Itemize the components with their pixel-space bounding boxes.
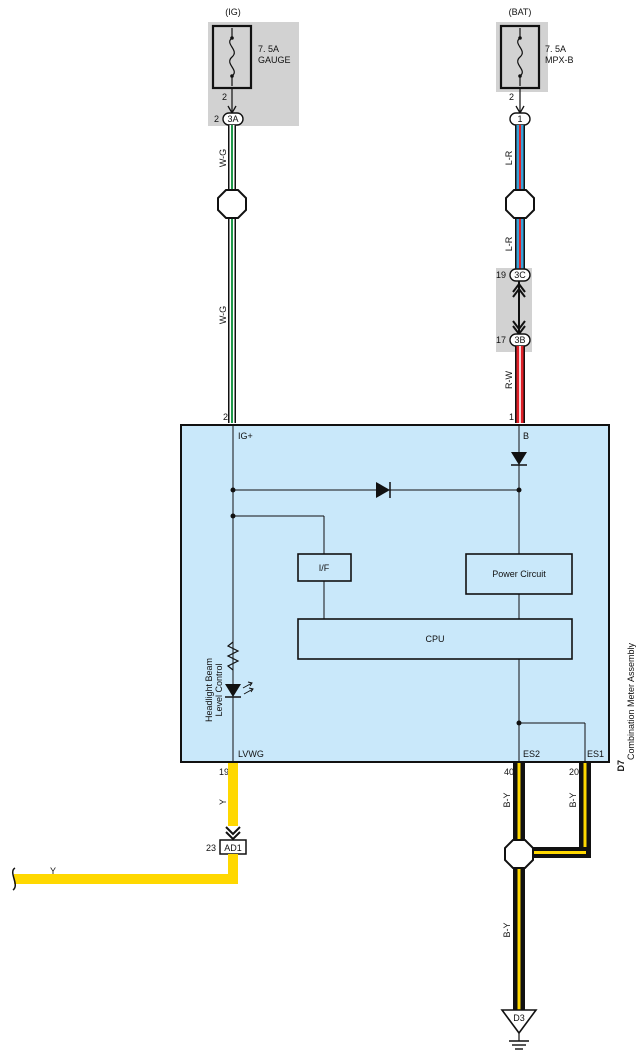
power-circuit-label: Power Circuit — [492, 569, 546, 579]
bat-fuse-pin: 2 — [509, 92, 514, 102]
connector-3a-pin: 2 — [214, 114, 219, 124]
ground-d3-label: D3 — [513, 1013, 525, 1023]
lr-splice — [505, 189, 535, 219]
ig-fuse-rating: 7. 5A — [258, 44, 279, 54]
by-cross-stripe — [530, 851, 586, 854]
bat-fuse-dot-top — [518, 36, 522, 40]
combination-meter-module: 2 IG+ 1 B I/F Power Circuit CPU Head — [180, 412, 636, 777]
by-splice — [504, 839, 534, 869]
module-id: D7 — [616, 760, 626, 772]
lr-lower-stripe — [519, 218, 521, 269]
pin-es2-num: 40 — [504, 767, 514, 777]
lr-label-upper: L-R — [504, 150, 514, 165]
pin-es1-num: 20 — [569, 767, 579, 777]
connector-1-label: 1 — [517, 114, 522, 124]
y-vert-top — [228, 763, 238, 826]
jumper-arrow-up2 — [512, 287, 526, 298]
ig-fuse-dot-top — [230, 36, 234, 40]
wire-b-y: B-Y B-Y B-Y D3 — [500, 763, 591, 1050]
led-icon — [225, 684, 241, 697]
ig-fuse-name: GAUGE — [258, 55, 291, 65]
junction-connectors: 3C 19 3B 17 — [496, 268, 531, 347]
module-name: Combination Meter Assembly — [626, 642, 636, 760]
power-circuit-box — [465, 553, 573, 595]
wire-w-g: W-G W-G — [217, 125, 247, 423]
bat-fuse-rating: 7. 5A — [545, 44, 566, 54]
jumper-arrow-down — [512, 320, 526, 331]
connector-3b-label: 3B — [514, 335, 525, 345]
connector-3c-pin: 19 — [496, 270, 506, 280]
ground-d3 — [500, 1009, 538, 1035]
y-label-horizontal: Y — [50, 866, 56, 876]
by-label-left: B-Y — [502, 792, 512, 807]
diode-horizontal — [376, 482, 390, 498]
wg-splice — [217, 189, 247, 219]
node-left-1 — [230, 487, 236, 493]
lr-label-lower: L-R — [504, 236, 514, 251]
led-ray-1 — [242, 682, 253, 689]
by-label-right: B-Y — [568, 792, 578, 807]
by-es1-stripe — [583, 763, 587, 854]
pin-es2-label: ES2 — [523, 749, 540, 759]
pin-ig-num: 2 — [223, 412, 228, 422]
by-bottom-stripe — [517, 866, 521, 1010]
pin-b-label: B — [523, 431, 529, 441]
ig-fuse: (IG) 7. 5A GAUGE 2 3A 2 — [211, 7, 291, 126]
lr-upper-stripe — [519, 125, 521, 191]
node-left-2 — [230, 513, 236, 519]
if-box — [297, 553, 352, 582]
bat-fuse-element — [517, 37, 523, 77]
connector-3c-label: 3C — [514, 270, 526, 280]
cpu-label: CPU — [425, 634, 444, 644]
bat-fuse-shade — [496, 22, 548, 92]
indicator-label-2: Level Control — [214, 663, 224, 716]
node-es — [516, 720, 522, 726]
wire-y: AD1 23 Y Y — [11, 763, 247, 891]
wg-label-upper: W-G — [218, 149, 228, 167]
rw-label: R-W — [504, 371, 514, 389]
ig-source-label: (IG) — [225, 7, 241, 17]
resistor — [226, 641, 240, 671]
wg-lower-stripe — [231, 218, 233, 423]
pin-ig-label: IG+ — [238, 431, 253, 441]
pin-lvwg-num: 19 — [219, 767, 229, 777]
led-ray-1-head — [247, 681, 253, 687]
ig-fuse-element — [229, 37, 235, 77]
wire-break-icon — [11, 867, 17, 891]
ad1-arrow-2 — [225, 831, 241, 841]
ig-fuse-shade — [208, 22, 299, 126]
led-ray-2 — [243, 688, 254, 695]
pin-es1-label: ES1 — [587, 749, 604, 759]
node-right-1 — [516, 487, 522, 493]
bat-source-label: (BAT) — [509, 7, 532, 17]
y-lower-run — [14, 854, 238, 884]
led-ray-2-head — [248, 687, 254, 693]
y-label-vertical: Y — [218, 799, 228, 805]
wg-upper-stripe — [231, 125, 233, 191]
diode-b — [511, 452, 527, 465]
cpu-box — [297, 618, 573, 660]
by-es2-stripe — [517, 763, 521, 841]
wire-l-r: L-R L-R — [504, 125, 535, 269]
rw-stripe — [519, 346, 521, 423]
if-label: I/F — [319, 563, 330, 573]
connector-3b-pin: 17 — [496, 335, 506, 345]
wg-label-lower: W-G — [218, 306, 228, 324]
pin-b-num: 1 — [509, 412, 514, 422]
ad1-arrow-1 — [225, 826, 241, 836]
pin-lvwg-label: LVWG — [238, 749, 264, 759]
ig-fuse-pin: 2 — [222, 92, 227, 102]
indicator-label-1: Headlight Beam — [204, 658, 214, 722]
connector-ad1-label: AD1 — [224, 843, 242, 853]
jumper-arrow-up — [512, 282, 526, 293]
by-label-bottom: B-Y — [502, 922, 512, 937]
bat-fuse: (BAT) 7. 5A MPX-B 2 1 — [499, 7, 574, 126]
connector-3a-label: 3A — [227, 114, 238, 124]
wire-r-w: R-W — [504, 346, 525, 423]
connector-ad1-pin: 23 — [206, 843, 216, 853]
bat-fuse-name: MPX-B — [545, 55, 574, 65]
